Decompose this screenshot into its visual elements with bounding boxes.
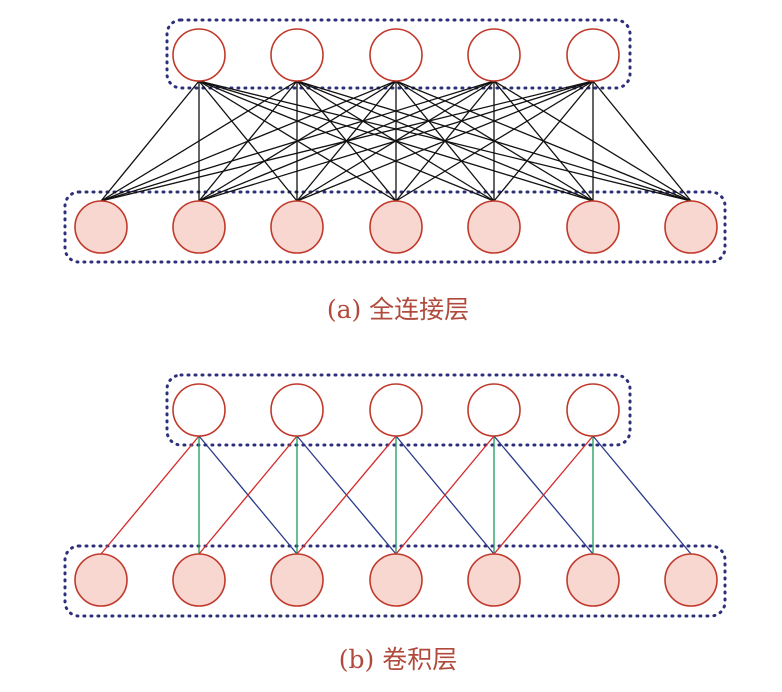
- output-node: [270, 28, 324, 82]
- input-node: [467, 200, 521, 254]
- input-node: [74, 200, 128, 254]
- input-node: [369, 200, 423, 254]
- conv-nodes: [74, 383, 718, 607]
- input-node: [664, 553, 718, 607]
- fc-edge: [296, 80, 594, 202]
- fc-edge: [100, 80, 495, 202]
- conv-edge-left: [296, 435, 397, 555]
- output-node: [467, 383, 521, 437]
- fc-edge: [198, 80, 594, 202]
- fc-edge: [100, 80, 594, 202]
- input-node: [664, 200, 718, 254]
- input-node: [270, 553, 324, 607]
- output-layer-group: [165, 18, 632, 90]
- fc-edge: [100, 80, 200, 202]
- input-node: [566, 200, 620, 254]
- conv-edge-right: [592, 435, 692, 555]
- fc-edge: [493, 80, 594, 202]
- fc-edge: [100, 80, 298, 202]
- input-layer-group: [63, 190, 727, 264]
- panel-b-caption: (b) 卷积层: [339, 645, 457, 674]
- fc-edge: [395, 80, 594, 202]
- input-node: [270, 200, 324, 254]
- input-node: [566, 553, 620, 607]
- conv-edge-left: [395, 435, 495, 555]
- output-node: [467, 28, 521, 82]
- output-node: [172, 28, 226, 82]
- input-node: [74, 553, 128, 607]
- panel-a-caption: (a) 全连接层: [327, 295, 469, 324]
- conv-connections: [100, 435, 692, 555]
- input-node: [369, 553, 423, 607]
- output-node: [369, 28, 423, 82]
- output-node: [369, 383, 423, 437]
- conv-edge-left: [198, 435, 298, 555]
- conv-edge-left: [100, 435, 200, 555]
- output-node: [172, 383, 226, 437]
- output-layer-group: [165, 373, 632, 447]
- conv-edge-left: [493, 435, 594, 555]
- fc-connections: [100, 80, 692, 202]
- output-node: [566, 28, 620, 82]
- input-node: [467, 553, 521, 607]
- fc-nodes: [74, 28, 718, 254]
- fully-connected-panel: (a) 全连接层: [63, 18, 727, 324]
- output-node: [270, 383, 324, 437]
- input-node: [172, 200, 226, 254]
- convolutional-panel: (b) 卷积层: [63, 373, 727, 674]
- input-node: [172, 553, 226, 607]
- fc-edge: [592, 80, 692, 202]
- output-node: [566, 383, 620, 437]
- fc-edge: [100, 80, 397, 202]
- input-layer-group: [63, 544, 727, 618]
